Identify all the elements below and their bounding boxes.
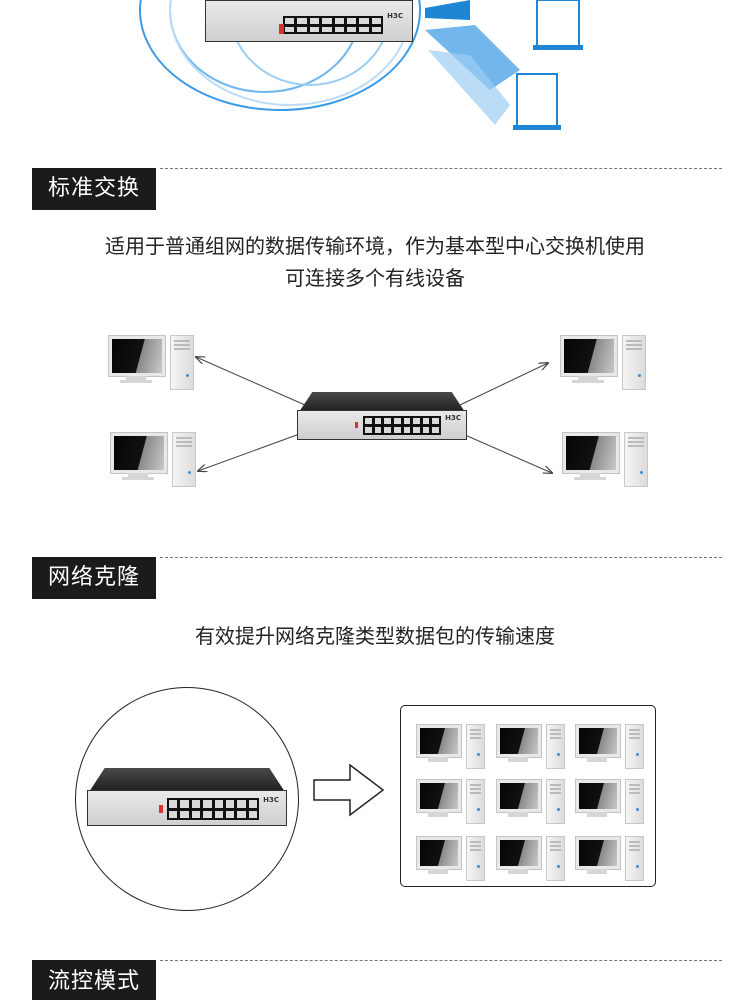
network-clone-caption: 有效提升网络克隆类型数据包的传输速度 — [195, 624, 555, 648]
computer-icon — [575, 779, 645, 824]
computer-icon — [496, 779, 566, 824]
right-arrow-icon — [313, 763, 385, 817]
wireless-illustration — [139, 0, 583, 130]
computer-icon — [496, 724, 566, 769]
section-divider — [160, 557, 722, 558]
computer-icon — [496, 836, 566, 881]
standard-switch-caption-line1: 适用于普通组网的数据传输环境，作为基本型中心交换机使用 — [105, 234, 645, 258]
brand-logo: H3C — [445, 414, 461, 422]
switch-image-clone: H3C — [87, 768, 287, 826]
power-button — [355, 422, 358, 428]
section-divider — [160, 168, 722, 169]
section-label-flow-control: 流控模式 — [32, 960, 157, 1000]
computer-icon — [416, 779, 486, 824]
brand-logo: H3C — [263, 796, 279, 804]
brand-logo: H3C — [387, 12, 403, 20]
switch-image-standard: H3C — [297, 392, 467, 440]
section-label-network-clone: 网络克隆 — [32, 557, 157, 599]
cloned-computers-box — [400, 705, 656, 887]
computer-icon — [562, 432, 652, 487]
computer-icon — [416, 836, 486, 881]
power-button — [279, 24, 284, 34]
section-label-standard-switch: 标准交换 — [32, 168, 157, 210]
connection-arrows — [0, 330, 750, 490]
computer-icon — [108, 335, 198, 390]
computer-icon — [416, 724, 486, 769]
computer-icon — [575, 724, 645, 769]
computer-icon — [560, 335, 650, 390]
computer-icon — [575, 836, 645, 881]
power-button — [159, 805, 163, 813]
computer-icon — [110, 432, 200, 487]
standard-switch-caption-line2: 可连接多个有线设备 — [285, 266, 465, 290]
section-divider — [160, 960, 722, 961]
switch-image-hero: H3C — [205, 0, 413, 42]
